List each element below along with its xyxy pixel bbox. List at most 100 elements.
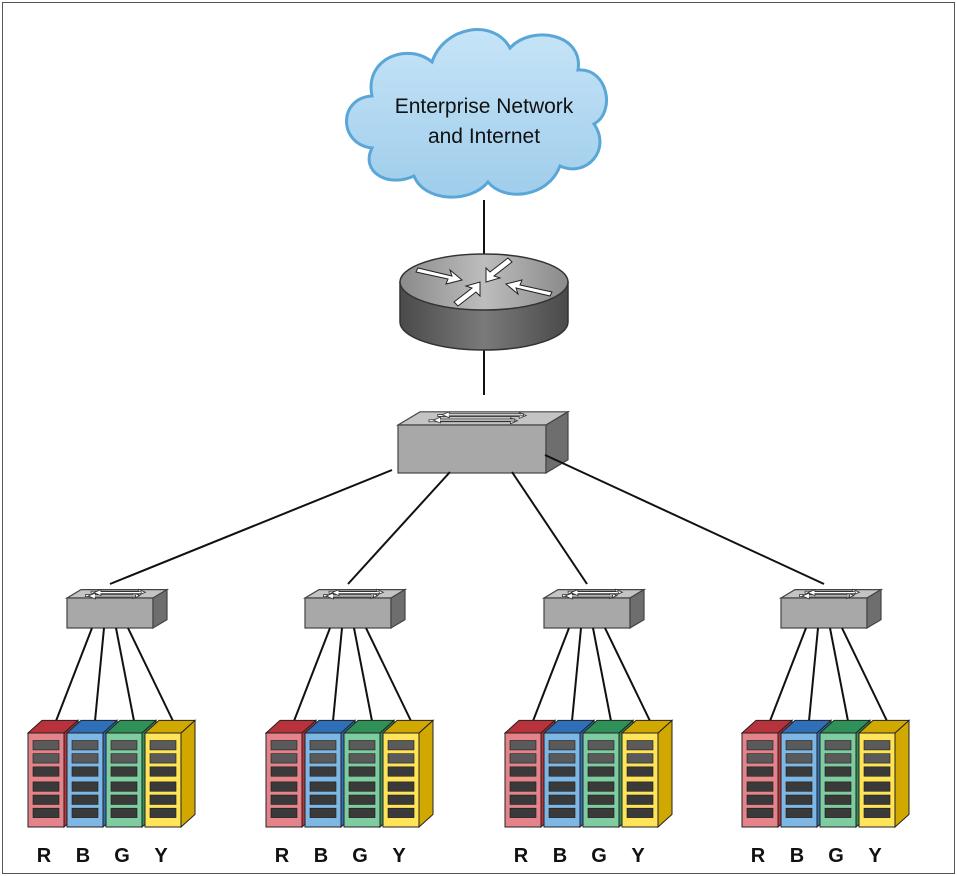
server-bay <box>71 794 99 805</box>
server-bay <box>746 766 774 777</box>
server-bay <box>746 807 774 818</box>
server-bay <box>548 753 576 764</box>
server-bay <box>785 807 813 818</box>
server-Y-icon <box>620 719 674 829</box>
server-bay <box>348 807 376 818</box>
server-bay <box>785 794 813 805</box>
server-bay <box>509 740 537 751</box>
server-bay <box>387 740 415 751</box>
server-label-G: G <box>114 845 130 867</box>
link-access-4-server-B <box>808 627 819 722</box>
switch-arrows-icon <box>562 588 624 600</box>
server-label-Y: Y <box>154 845 168 867</box>
link-access-2-server-G <box>353 627 373 722</box>
server-bay <box>863 740 891 751</box>
switch-front <box>304 597 392 629</box>
server-bay <box>548 740 576 751</box>
server-bay <box>348 781 376 792</box>
server-bay <box>309 766 337 777</box>
server-bay <box>824 807 852 818</box>
server-label-R: R <box>751 845 766 867</box>
server-label-Y: Y <box>868 845 882 867</box>
link-access-2-server-B <box>332 627 343 722</box>
server-bay <box>548 794 576 805</box>
server-bay <box>785 740 813 751</box>
access-switch-4-icon <box>778 588 884 630</box>
server-label-G: G <box>591 845 607 867</box>
server-bay <box>149 807 177 818</box>
server-label-B: B <box>76 845 90 867</box>
server-bay <box>270 740 298 751</box>
server-bay <box>309 740 337 751</box>
server-bay <box>71 766 99 777</box>
server-bay <box>110 794 138 805</box>
server-bay <box>309 807 337 818</box>
server-bay <box>149 794 177 805</box>
server-label-R: R <box>275 845 290 867</box>
server-bay <box>785 766 813 777</box>
server-bay <box>824 740 852 751</box>
switch-arrows-icon <box>799 588 861 600</box>
server-Y-icon <box>381 719 435 829</box>
switch-front <box>543 597 631 629</box>
server-label-Y: Y <box>631 845 645 867</box>
server-bay <box>348 794 376 805</box>
server-label-G: G <box>828 845 844 867</box>
link-access-1-server-R <box>55 627 93 722</box>
link-access-1-server-G <box>115 627 135 722</box>
server-label-R: R <box>514 845 529 867</box>
link-core-switch-access-1 <box>109 469 393 585</box>
server-bay <box>863 807 891 818</box>
switch-arrows-icon <box>323 588 385 600</box>
server-bay <box>71 740 99 751</box>
server-bay <box>626 807 654 818</box>
server-bay <box>587 753 615 764</box>
server-label-G: G <box>352 845 368 867</box>
link-access-4-server-R <box>769 627 807 722</box>
server-bay <box>387 794 415 805</box>
access-switch-2-icon <box>302 588 408 630</box>
server-bay <box>110 753 138 764</box>
server-bay <box>149 740 177 751</box>
server-bay <box>548 766 576 777</box>
link-core-switch-access-4 <box>544 454 825 585</box>
server-bay <box>110 781 138 792</box>
switch-front <box>397 424 547 474</box>
switch-front <box>66 597 154 629</box>
server-bay <box>824 766 852 777</box>
cloud-icon: Enterprise Network and Internet <box>345 28 609 199</box>
switch-side <box>390 588 406 630</box>
server-bay <box>309 753 337 764</box>
server-bay <box>626 794 654 805</box>
server-G-icon <box>581 719 635 829</box>
router-arrows-icon <box>415 257 553 307</box>
server-bay <box>387 807 415 818</box>
server-bay <box>348 766 376 777</box>
server-bay <box>270 794 298 805</box>
server-bay <box>509 807 537 818</box>
server-bay <box>824 781 852 792</box>
switch-arrows-icon <box>85 588 147 600</box>
server-bay <box>509 781 537 792</box>
server-bay <box>587 807 615 818</box>
link-access-1-server-Y <box>127 627 174 722</box>
router-top <box>399 253 569 311</box>
server-bay <box>746 781 774 792</box>
server-B-icon <box>303 719 357 829</box>
server-bay <box>270 753 298 764</box>
switch-side <box>152 588 168 630</box>
access-switch-3-icon <box>541 588 647 630</box>
server-Y-icon <box>857 719 911 829</box>
server-bay <box>309 781 337 792</box>
server-bay <box>270 766 298 777</box>
server-bay <box>71 807 99 818</box>
link-access-2-server-Y <box>365 627 412 722</box>
server-bay <box>509 753 537 764</box>
core-switch-icon <box>395 410 571 475</box>
server-bay <box>785 753 813 764</box>
switch-arrows-icon <box>428 411 528 425</box>
server-bay <box>746 794 774 805</box>
switch-front <box>780 597 868 629</box>
server-label-R: R <box>37 845 52 867</box>
